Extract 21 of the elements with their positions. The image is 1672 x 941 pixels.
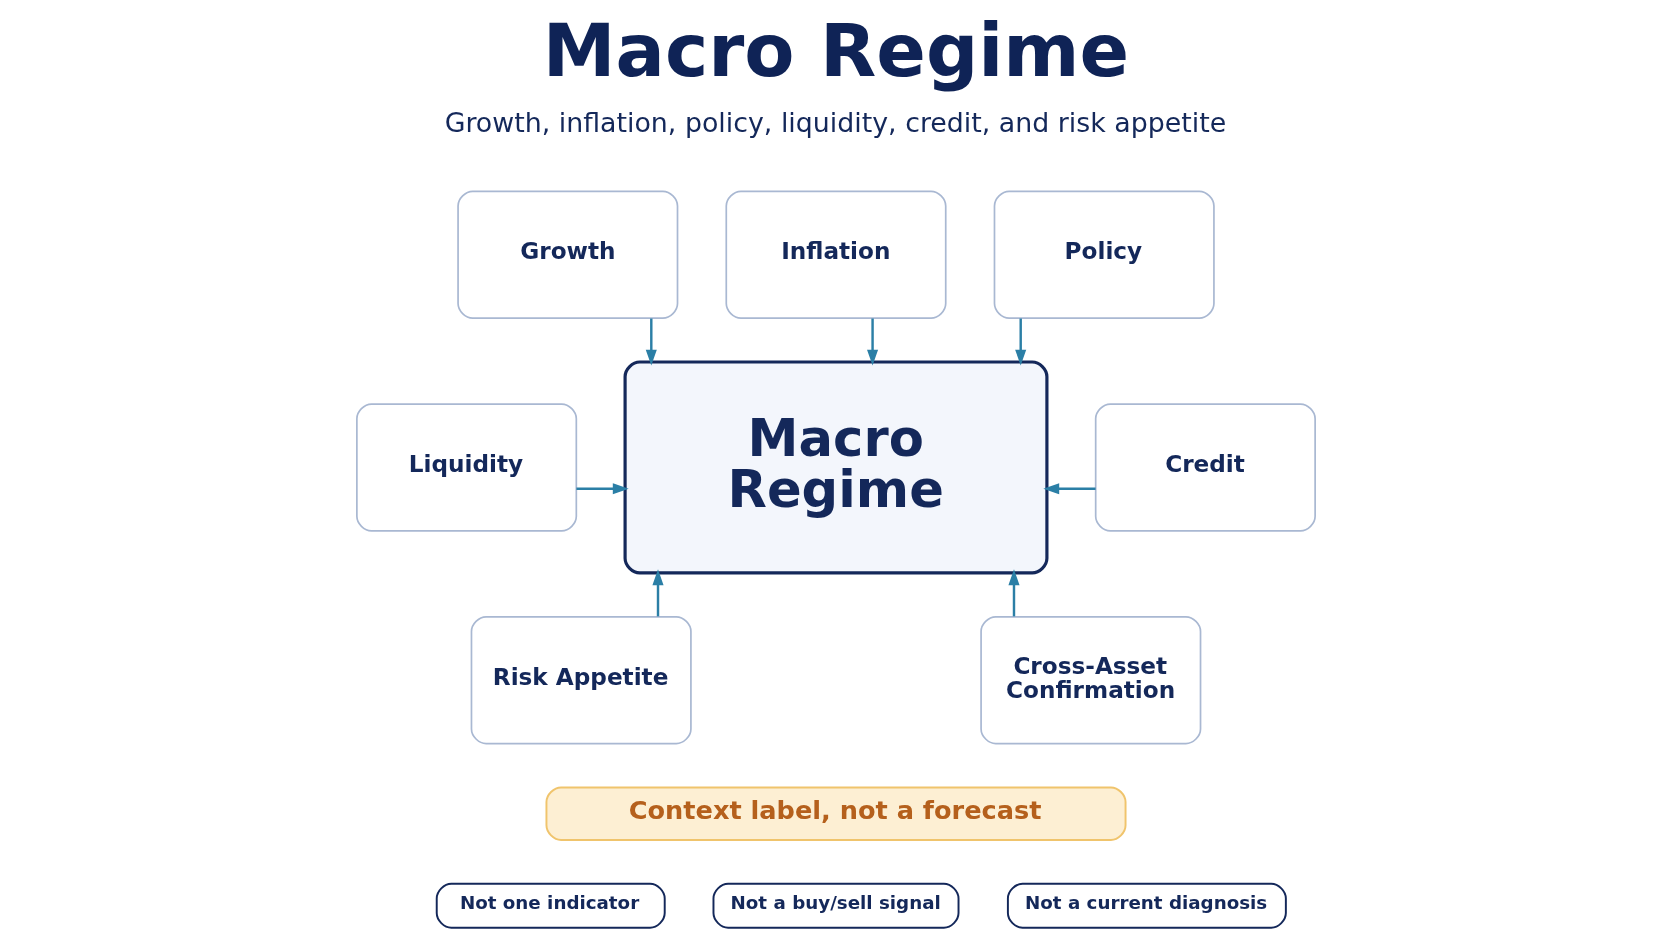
node-box: Liquidity	[356, 403, 578, 532]
arrow	[1008, 569, 1020, 617]
arrow	[645, 318, 657, 366]
node-box: Macro Regime	[623, 360, 1049, 575]
node-box: Risk Appetite	[470, 615, 692, 745]
node-box: Policy	[993, 190, 1215, 319]
node-box: Credit	[1094, 403, 1316, 532]
diagram-title: Macro Regime	[542, 7, 1130, 93]
node-box: Not a current diagnosis	[1006, 882, 1287, 929]
label: Growth, inflation, policy, liquidity, credit, and risk appetite	[444, 107, 1227, 139]
node-box: Not one indicator	[435, 882, 666, 929]
node-box: Growth	[457, 190, 679, 319]
arrow	[867, 318, 879, 366]
arrow	[1015, 318, 1027, 366]
node-box: Context label, not a forecast	[545, 786, 1127, 841]
node-box: Not a buy/sell signal	[712, 882, 960, 929]
arrow	[576, 483, 629, 495]
arrow	[652, 569, 664, 617]
arrow	[1043, 483, 1096, 495]
node-box: Cross-Asset Confirmation	[980, 615, 1202, 745]
node-box: Inflation	[725, 190, 947, 319]
